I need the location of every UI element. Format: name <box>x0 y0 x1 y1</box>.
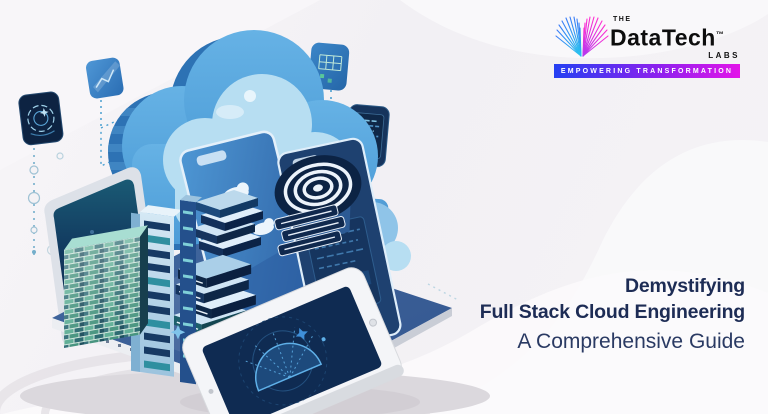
logo-brand: DataTech™ <box>610 24 725 51</box>
butterfly-logo-icon <box>555 16 609 57</box>
logo-tagline: EMPOWERING TRANSFORMATION <box>554 64 740 78</box>
headline-line-3: A Comprehensive Guide <box>517 330 745 353</box>
radar-tile-icon <box>18 91 64 146</box>
server-stack-small <box>274 204 346 257</box>
book-stack-upper <box>193 190 263 257</box>
logo-the: THE <box>613 16 632 23</box>
logo-labs: LABS <box>708 50 740 60</box>
connector-dots-left <box>27 100 141 270</box>
headline-line-1: Demystifying <box>624 275 745 297</box>
tablet-icon <box>182 267 404 414</box>
logo: THE DataTech™ LABS EMPOWERING TRANSFORMA… <box>554 14 740 78</box>
analytics-tile-icon <box>86 57 124 99</box>
headline-line-2: Full Stack Cloud Engineering <box>479 301 745 323</box>
logo-text: THE DataTech™ LABS <box>610 14 740 60</box>
trademark-symbol: ™ <box>715 30 725 39</box>
firewall-brick-wall-icon <box>64 225 148 348</box>
headline: Demystifying Full Stack Cloud Engineerin… <box>480 273 745 357</box>
